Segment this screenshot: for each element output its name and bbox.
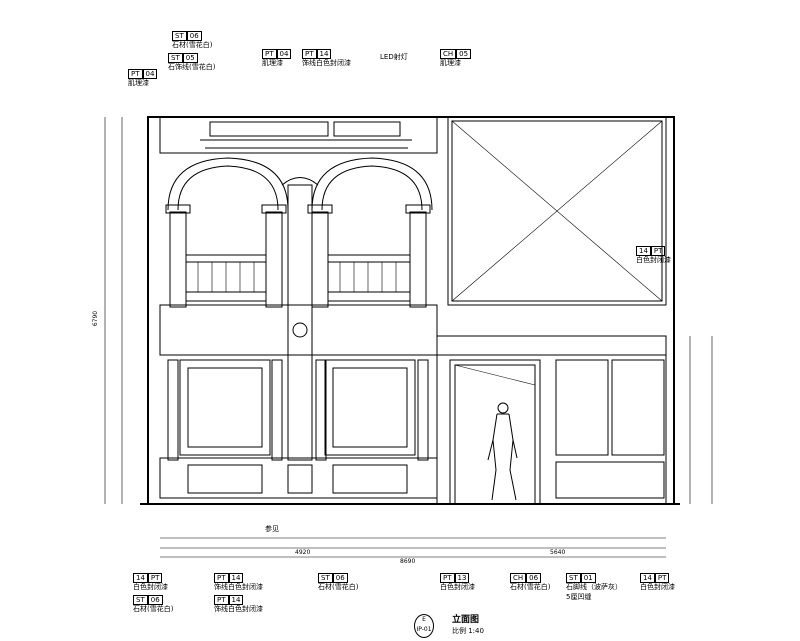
dimension-lines	[104, 117, 713, 558]
cornice-left	[209, 121, 329, 137]
center-arch	[281, 177, 319, 186]
balustrade-left	[185, 254, 267, 302]
drawing-tag: E IP-01	[414, 614, 434, 638]
top-callout-1-label: 石材(雪花白)	[172, 41, 213, 49]
top-callout-7-label: 肌理漆	[440, 59, 461, 67]
top-callout-6: LED射灯	[380, 52, 408, 62]
drawing-title-block: 立面图 比例 1:40	[440, 612, 560, 636]
reference-label: 参见	[265, 525, 279, 533]
top-callout-2-label: 石饰线(雪花白)	[168, 63, 216, 71]
doorway	[449, 359, 541, 505]
top-callout-1-tag: ST	[172, 31, 187, 41]
drawing-scale: 比例 1:40	[452, 627, 484, 635]
right-callout-label: 白色封闭漆	[636, 256, 671, 264]
arch-left	[167, 157, 289, 211]
drawing-tag-bottom: IP-01	[416, 626, 432, 633]
right-panels	[555, 359, 665, 499]
ceiling-soffit	[159, 116, 438, 154]
arch-right	[311, 157, 433, 211]
center-pilaster	[287, 184, 313, 461]
right-lower-wall	[436, 335, 667, 505]
top-callout-5-label: 饰线白色封闭漆	[302, 59, 351, 67]
top-callout-3-label: 肌理漆	[128, 79, 149, 87]
upper-right-panel	[447, 116, 667, 306]
mid-rail	[159, 304, 438, 356]
top-callout-2-tag: ST	[168, 53, 183, 63]
balustrade-right	[327, 254, 411, 302]
drawing-tag-top: E	[422, 616, 426, 623]
top-callout-6-label: LED射灯	[380, 53, 408, 61]
human-figure	[487, 402, 518, 501]
dim-total: 8690	[400, 558, 416, 565]
top-callout-4-label: 肌理漆	[262, 59, 283, 67]
drawing-title: 立面图	[452, 615, 480, 625]
lower-panels	[159, 359, 438, 499]
medallion	[292, 322, 308, 338]
dim-left-total: 6790	[92, 310, 100, 327]
dim-row2-left: 4920	[295, 549, 311, 556]
cornice-right	[333, 121, 401, 137]
wall-outline	[147, 116, 675, 505]
dim-row2-right: 5640	[550, 549, 566, 556]
